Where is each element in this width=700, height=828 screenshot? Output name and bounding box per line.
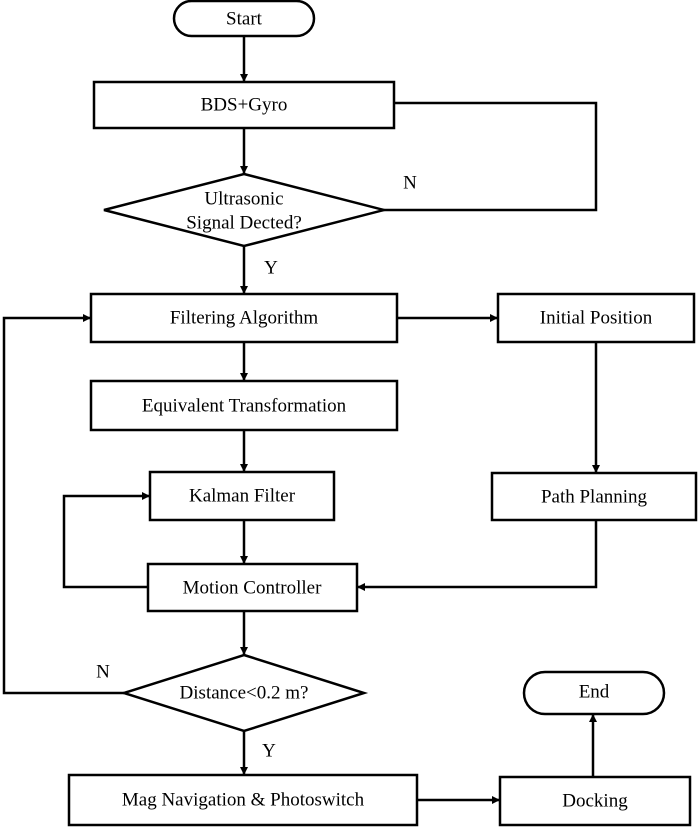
label-distance-no: N	[96, 662, 110, 683]
edge-ultrasonic-no-loop	[362, 99, 598, 212]
edge-path-to-motion	[357, 520, 598, 591]
node-bds-gyro: BDS+Gyro	[92, 80, 396, 130]
node-equivalent-transformation: Equivalent Transformation	[89, 379, 399, 432]
node-distance-label: Distance<0.2 m?	[180, 683, 309, 704]
node-motion-label: Motion Controller	[183, 578, 322, 599]
node-filtering-algorithm: Filtering Algorithm	[89, 292, 399, 344]
node-bds-gyro-label: BDS+Gyro	[201, 95, 288, 116]
node-docking-label: Docking	[562, 791, 628, 812]
node-filtering-label: Filtering Algorithm	[170, 308, 319, 329]
node-start-label: Start	[226, 9, 263, 30]
node-path-planning-label: Path Planning	[541, 487, 648, 508]
node-docking: Docking	[498, 775, 692, 827]
node-mag-navigation: Mag Navigation & Photoswitch	[67, 773, 419, 827]
node-initial-position-label: Initial Position	[540, 308, 653, 329]
node-mag-navigation-label: Mag Navigation & Photoswitch	[122, 790, 365, 811]
node-motion-controller: Motion Controller	[146, 562, 359, 613]
node-ultrasonic-decision: Ultrasonic Signal Dected?	[103, 172, 385, 248]
node-ultrasonic-label-line2: Signal Dected?	[186, 213, 302, 234]
edge-labels: N Y N Y	[96, 173, 417, 762]
node-path-planning: Path Planning	[490, 471, 698, 522]
node-kalman-filter: Kalman Filter	[148, 470, 336, 522]
edges	[2, 36, 600, 804]
node-end: End	[522, 670, 666, 716]
node-initial-position: Initial Position	[496, 292, 696, 344]
node-kalman-label: Kalman Filter	[189, 486, 296, 507]
node-end-label: End	[579, 682, 610, 703]
label-ultrasonic-yes: Y	[264, 258, 278, 279]
node-ultrasonic-label-line1: Ultrasonic	[204, 189, 283, 210]
node-equivalent-label: Equivalent Transformation	[142, 396, 347, 417]
edge-distance-no-loop	[2, 314, 124, 695]
label-distance-yes: Y	[262, 741, 276, 762]
edge-motion-feedback-loop	[62, 492, 150, 589]
node-start: Start	[172, 0, 316, 38]
node-distance-decision: Distance<0.2 m?	[119, 653, 369, 733]
label-ultrasonic-no: N	[403, 173, 417, 194]
